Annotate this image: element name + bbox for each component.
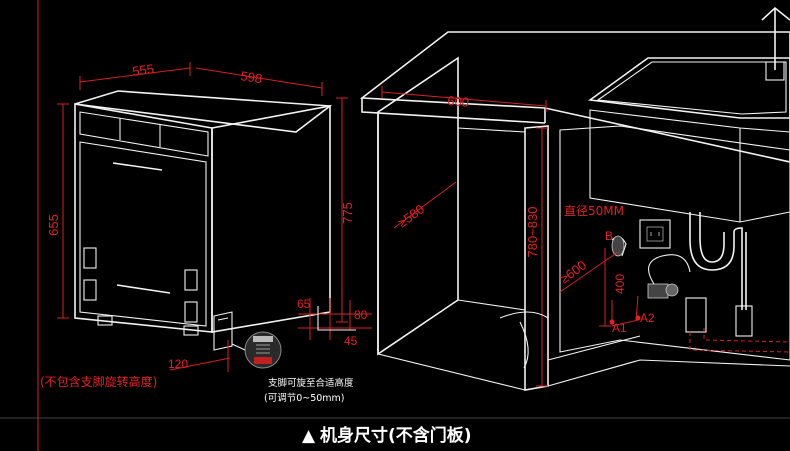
note-leg-adjust-title: 支脚可旋至合适高度 — [268, 377, 354, 389]
section-title: ▲ 机身尺寸(不含门板) — [302, 425, 472, 446]
cabinet-structure — [359, 31, 790, 391]
water-valve-icon — [609, 235, 691, 327]
dim-hole-height-label: 400 — [613, 274, 627, 294]
dim-plinth-45-label: 45 — [344, 334, 358, 348]
dim-lines-cabinet — [381, 86, 619, 387]
title-text: 机身尺寸(不含门板) — [320, 425, 472, 446]
dim-height-overall-label: 775 — [340, 202, 355, 224]
dim-cabinet-width-label: 600 — [447, 93, 470, 110]
dim-height-label: 655 — [46, 214, 61, 236]
dim-plinth-65-label: 65 — [297, 297, 311, 311]
title-marker: ▲ — [302, 426, 316, 446]
dim-width-label: 598 — [240, 68, 264, 86]
power-socket-icon — [639, 219, 671, 249]
adjustable-leg-icon — [231, 331, 282, 369]
dim-plinth-80-label: 80 — [354, 308, 368, 322]
faucet-icon — [761, 6, 790, 81]
dim-feet-120-label: 120 — [168, 357, 188, 371]
note-leg-adjust-range: (可调节0~50mm) — [264, 393, 345, 404]
dishwasher-body — [74, 90, 333, 351]
dim-cabinet-depth-label: ≥580 — [395, 201, 427, 230]
dim-depth-label: 555 — [131, 61, 155, 79]
label-point-a1: A1 — [612, 321, 627, 335]
drain-pipes — [685, 212, 790, 353]
label-point-b: B — [605, 229, 613, 243]
note-excluding-legs: (不包含支脚旋转高度) — [40, 374, 157, 389]
dim-cabinet-height-label: 780~830 — [525, 207, 540, 258]
dim-lines-dishwasher — [57, 62, 372, 372]
dim-side-depth-label: ≥600 — [557, 257, 589, 286]
note-hole-diameter: 直径50MM — [564, 204, 624, 218]
label-point-a2: A2 — [640, 311, 655, 325]
sink-basin — [587, 57, 790, 223]
plinth-profile — [317, 306, 356, 331]
